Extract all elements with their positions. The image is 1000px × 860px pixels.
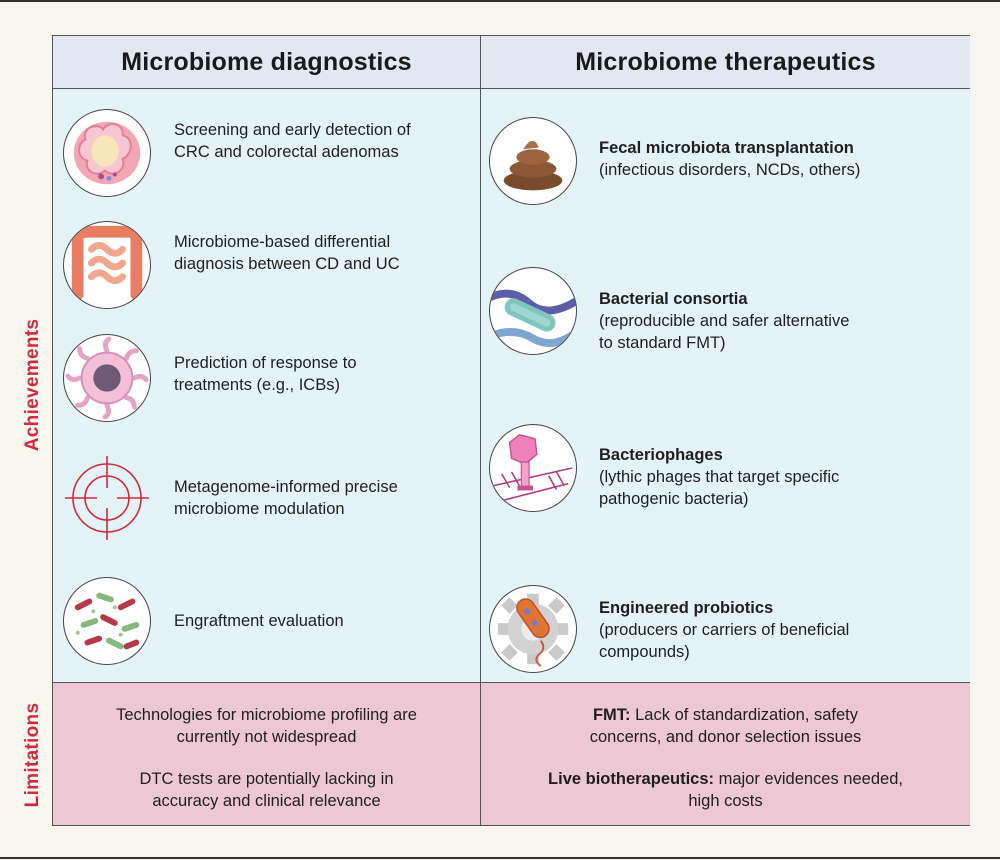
- ther-item-2-title: Bacterial consortia: [599, 290, 748, 308]
- ther-item-3-line1: (lythic phages that target specific: [599, 468, 840, 486]
- diag-limitation-1-line2: currently not widespread: [176, 728, 357, 746]
- diag-item-2-line1: Microbiome-based differential: [174, 233, 391, 251]
- therapeutics-achievements-panel: Fecal microbiota transplantation (infect…: [481, 89, 970, 682]
- ther-item-4-title: Engineered probiotics: [599, 599, 774, 617]
- immune-cell-icon: [63, 334, 151, 422]
- ther-limitation-2-rest: major evidences needed,: [714, 770, 903, 788]
- ther-limitation-2-line1: Live biotherapeutics: major evidences ne…: [481, 768, 970, 790]
- ther-item-4-line1: (producers or carriers of beneficial: [599, 621, 850, 639]
- diagnostics-header: Microbiome diagnostics: [53, 36, 480, 88]
- ther-limitation-1-rest: Lack of standardization, safety: [630, 706, 859, 724]
- achievements-label: Achievements: [22, 318, 43, 452]
- diag-item-1-line2: CRC and colorectal adenomas: [174, 143, 399, 161]
- ther-item-1-title: Fecal microbiota transplantation: [599, 139, 854, 157]
- top-rule: [0, 0, 1000, 2]
- diag-limitation-1-line1: Technologies for microbiome profiling ar…: [116, 706, 417, 724]
- diag-item-1-line1: Screening and early detection of: [174, 121, 411, 139]
- bacteria-icon: [63, 577, 151, 665]
- diag-limitation-2-line2: accuracy and clinical relevance: [152, 792, 381, 810]
- diag-limitation-2-line1: DTC tests are potentially lacking in: [139, 770, 394, 788]
- bacteriophage-icon: [489, 424, 577, 512]
- diag-item-4-line2: microbiome modulation: [174, 500, 345, 518]
- ther-item-3-title: Bacteriophages: [599, 446, 723, 464]
- limitations-divider: [53, 682, 969, 683]
- therapeutics-limitations-panel: FMT: Lack of standardization, safety con…: [481, 683, 970, 825]
- ther-limitation-1-line1: FMT: Lack of standardization, safety: [481, 704, 970, 726]
- target-crosshair-icon: [63, 454, 151, 542]
- diagnostics-limitations-panel: Technologies for microbiome profiling ar…: [53, 683, 480, 825]
- ther-limitation-2-bold: Live biotherapeutics:: [548, 770, 714, 788]
- limitations-label: Limitations: [22, 702, 43, 808]
- diag-item-3-line2: treatments (e.g., ICBs): [174, 376, 340, 394]
- ther-item-3-line2: pathogenic bacteria): [599, 490, 749, 508]
- stool-icon: [489, 117, 577, 205]
- diag-item-5-line1: Engraftment evaluation: [174, 612, 344, 630]
- bottom-rule: [0, 857, 1000, 859]
- header-divider: [53, 88, 969, 89]
- ther-item-1-line1: (infectious disorders, NCDs, others): [599, 161, 861, 179]
- ther-item-2-line1: (reproducible and safer alternative: [599, 312, 850, 330]
- bacterial-consortia-icon: [489, 267, 577, 355]
- column-divider: [480, 36, 481, 825]
- diagnostics-achievements-panel: Screening and early detection of CRC and…: [53, 89, 480, 682]
- colorectal-tumor-icon: [63, 109, 151, 197]
- ther-limitation-1-line2: concerns, and donor selection issues: [589, 728, 862, 746]
- ther-limitation-2-line2: high costs: [688, 792, 763, 810]
- diag-item-4-line1: Metagenome-informed precise: [174, 478, 398, 496]
- diag-item-2-line2: diagnosis between CD and UC: [174, 255, 400, 273]
- therapeutics-header: Microbiome therapeutics: [481, 36, 970, 88]
- comparison-table: Microbiome diagnostics Microbiome therap…: [52, 35, 970, 826]
- engineered-bacterium-gear-icon: [489, 585, 577, 673]
- ther-item-4-line2: compounds): [599, 643, 690, 661]
- diag-item-3-line1: Prediction of response to: [174, 354, 357, 372]
- ther-item-2-line2: to standard FMT): [599, 334, 726, 352]
- ther-limitation-1-bold: FMT:: [592, 706, 631, 724]
- intestine-icon: [63, 221, 151, 309]
